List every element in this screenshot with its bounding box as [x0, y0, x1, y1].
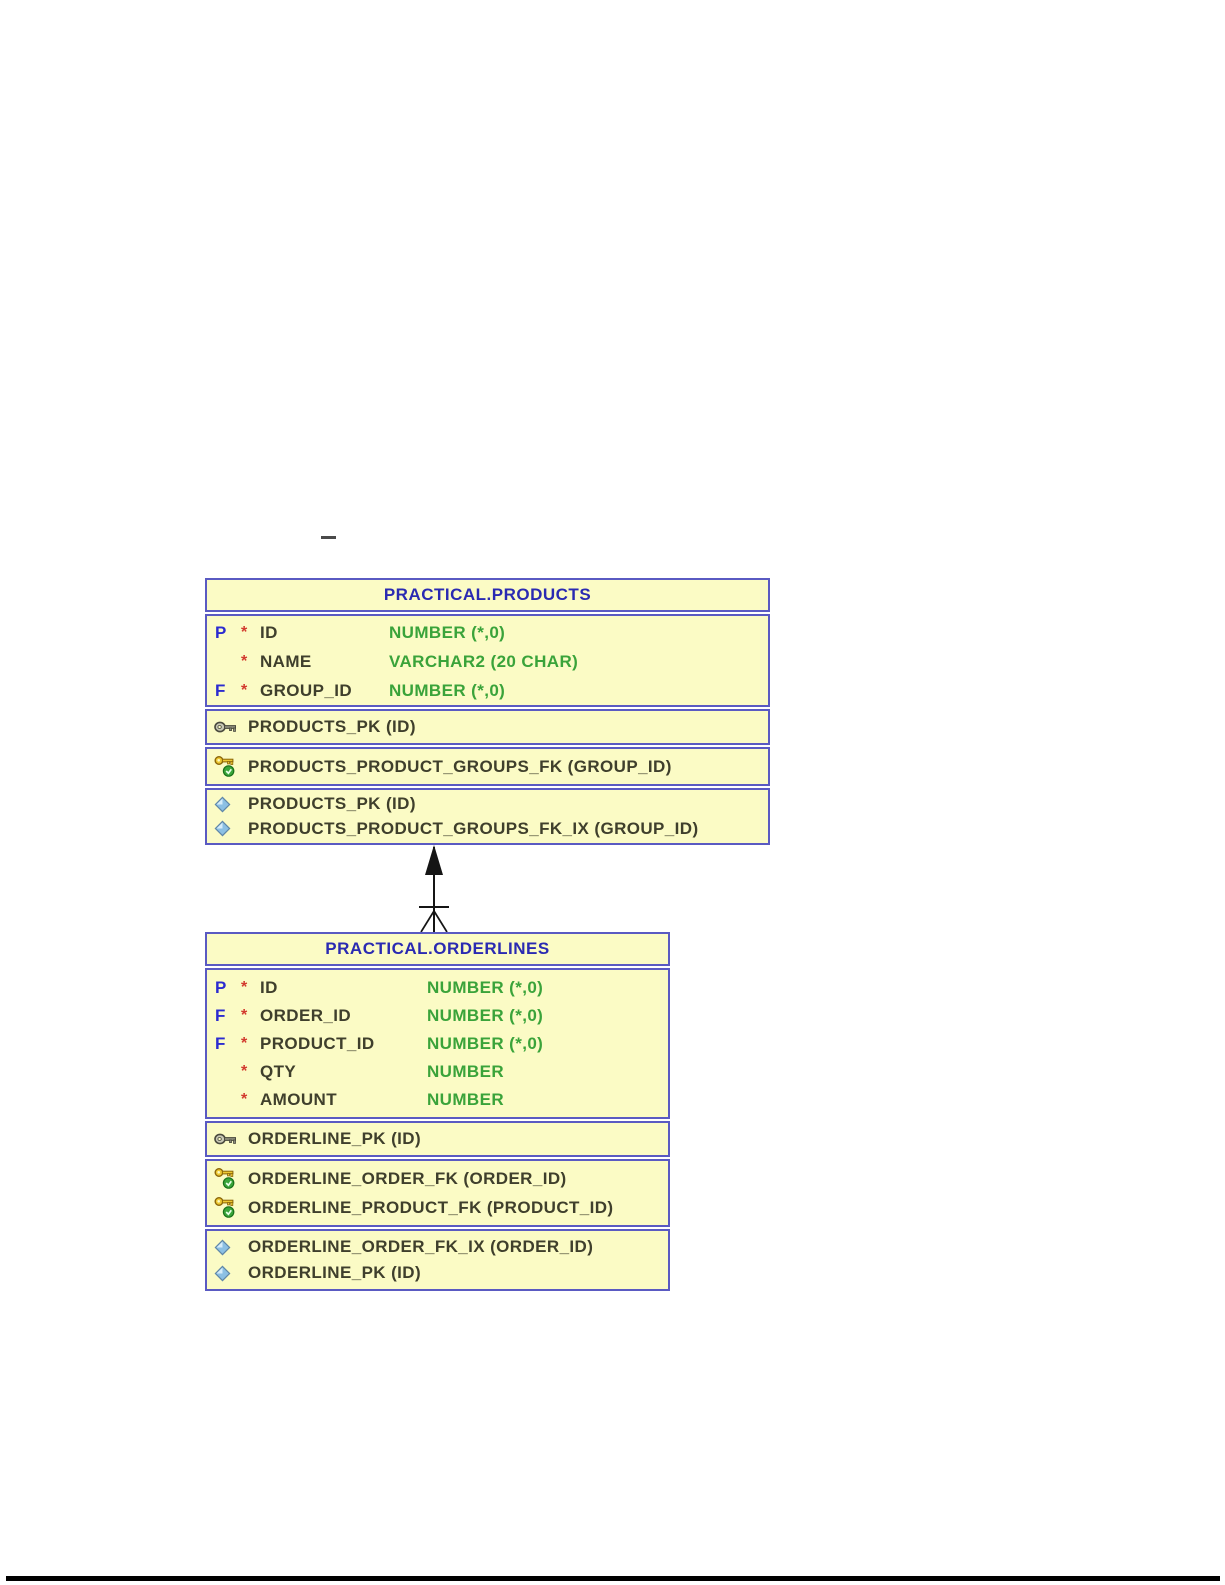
- required-marker: *: [241, 681, 248, 699]
- column-row: P * ID NUMBER (*,0): [207, 974, 668, 1002]
- key-marker: F: [215, 1006, 226, 1025]
- foreign-key-label: ORDERLINE_ORDER_FK (ORDER_ID): [248, 1168, 567, 1188]
- table-header-products[interactable]: PRACTICAL.PRODUCTS: [205, 578, 770, 612]
- table-title: PRACTICAL.PRODUCTS: [383, 585, 592, 604]
- column-type: NUMBER (*,0): [427, 1006, 544, 1025]
- index-icon: [214, 820, 240, 837]
- index-row: PRODUCTS_PRODUCT_GROUPS_FK_IX (GROUP_ID): [207, 819, 768, 839]
- column-name: PRODUCT_ID: [260, 1034, 375, 1053]
- primary-key-label: PRODUCTS_PK (ID): [248, 717, 416, 736]
- column-type: VARCHAR2 (20 CHAR): [389, 651, 579, 671]
- required-marker: *: [241, 1007, 248, 1024]
- column-row: F * PRODUCT_ID NUMBER (*,0): [207, 1030, 668, 1058]
- foreign-key-label: PRODUCTS_PRODUCT_GROUPS_FK (GROUP_ID): [248, 756, 672, 776]
- column-type: NUMBER (*,0): [389, 622, 506, 642]
- column-row: * AMOUNT NUMBER: [207, 1086, 668, 1114]
- arrowhead-one-end: [425, 845, 443, 875]
- index-row: PRODUCTS_PK (ID): [207, 794, 768, 814]
- key-marker: F: [215, 1034, 226, 1053]
- column-type: NUMBER (*,0): [427, 1034, 544, 1053]
- primary-key-row: ORDERLINE_PK (ID): [207, 1129, 668, 1149]
- entity-table-products[interactable]: PRACTICAL.PRODUCTS P * ID NUMBER (*,0) *…: [205, 578, 770, 845]
- required-marker: *: [241, 623, 248, 641]
- column-name: AMOUNT: [260, 1090, 337, 1109]
- entity-table-orderlines[interactable]: PRACTICAL.ORDERLINES P * ID NUMBER (*,0)…: [205, 932, 670, 1291]
- column-row: F * ORDER_ID NUMBER (*,0): [207, 1002, 668, 1030]
- index-label: ORDERLINE_PK (ID): [248, 1263, 422, 1282]
- required-marker: *: [241, 1035, 248, 1052]
- key-marker: P: [215, 622, 227, 642]
- column-name: NAME: [260, 651, 312, 671]
- foreign-key-section: ORDERLINE_ORDER_FK (ORDER_ID) ORDERLINE_…: [205, 1159, 670, 1227]
- required-marker: *: [241, 979, 248, 996]
- primary-key-label: ORDERLINE_PK (ID): [248, 1129, 422, 1148]
- foreign-key-icon: [214, 1167, 240, 1190]
- column-type: NUMBER (*,0): [427, 978, 544, 997]
- column-name: GROUP_ID: [260, 680, 352, 700]
- primary-key-section: ORDERLINE_PK (ID): [205, 1121, 670, 1157]
- key-marker: P: [215, 978, 227, 997]
- foreign-key-section: PRODUCTS_PRODUCT_GROUPS_FK (GROUP_ID): [205, 747, 770, 786]
- index-icon: [214, 1239, 240, 1256]
- column-row: * QTY NUMBER: [207, 1058, 668, 1086]
- crow-foot-many-end: [420, 910, 448, 933]
- stray-dash-mark: [321, 536, 336, 539]
- primary-key-icon: [214, 720, 240, 734]
- index-label: ORDERLINE_ORDER_FK_IX (ORDER_ID): [248, 1237, 594, 1256]
- column-row: P * ID NUMBER (*,0): [207, 618, 768, 647]
- column-row: F * GROUP_ID NUMBER (*,0): [207, 676, 768, 705]
- primary-key-icon: [214, 1132, 240, 1146]
- primary-key-row: PRODUCTS_PK (ID): [207, 717, 768, 737]
- required-marker: *: [241, 652, 248, 670]
- column-type: NUMBER (*,0): [389, 680, 506, 700]
- column-name: ID: [260, 978, 278, 997]
- foreign-key-icon: [214, 1196, 240, 1219]
- column-row: * NAME VARCHAR2 (20 CHAR): [207, 647, 768, 676]
- columns-section: P * ID NUMBER (*,0) * NAME VARCHAR2 (20 …: [205, 614, 770, 707]
- table-header-orderlines[interactable]: PRACTICAL.ORDERLINES: [205, 932, 670, 966]
- foreign-key-label: ORDERLINE_PRODUCT_FK (PRODUCT_ID): [248, 1197, 614, 1217]
- primary-key-section: PRODUCTS_PK (ID): [205, 709, 770, 745]
- index-icon: [214, 796, 240, 813]
- table-title: PRACTICAL.ORDERLINES: [325, 939, 550, 958]
- index-section: ORDERLINE_ORDER_FK_IX (ORDER_ID) ORDERLI…: [205, 1229, 670, 1291]
- bottom-page-rule: [6, 1576, 1220, 1581]
- key-marker: F: [215, 680, 226, 700]
- index-label: PRODUCTS_PK (ID): [248, 794, 416, 814]
- foreign-key-icon: [214, 755, 240, 778]
- column-name: QTY: [260, 1062, 297, 1081]
- foreign-key-row: ORDERLINE_PRODUCT_FK (PRODUCT_ID): [207, 1196, 668, 1219]
- column-name: ORDER_ID: [260, 1006, 352, 1025]
- relationship-connector[interactable]: [410, 844, 460, 934]
- column-type: NUMBER: [427, 1062, 505, 1081]
- required-marker: *: [241, 1063, 248, 1080]
- foreign-key-row: PRODUCTS_PRODUCT_GROUPS_FK (GROUP_ID): [207, 755, 768, 778]
- index-row: ORDERLINE_PK (ID): [207, 1263, 668, 1283]
- columns-section: P * ID NUMBER (*,0) F * ORDER_ID NUMBER …: [205, 968, 670, 1119]
- index-row: ORDERLINE_ORDER_FK_IX (ORDER_ID): [207, 1237, 668, 1257]
- index-icon: [214, 1265, 240, 1282]
- column-type: NUMBER: [427, 1090, 505, 1109]
- required-marker: *: [241, 1091, 248, 1108]
- column-name: ID: [260, 622, 278, 642]
- index-label: PRODUCTS_PRODUCT_GROUPS_FK_IX (GROUP_ID): [248, 818, 699, 838]
- foreign-key-row: ORDERLINE_ORDER_FK (ORDER_ID): [207, 1167, 668, 1190]
- index-section: PRODUCTS_PK (ID) PRODUCTS_PRODUCT_GROUPS…: [205, 788, 770, 845]
